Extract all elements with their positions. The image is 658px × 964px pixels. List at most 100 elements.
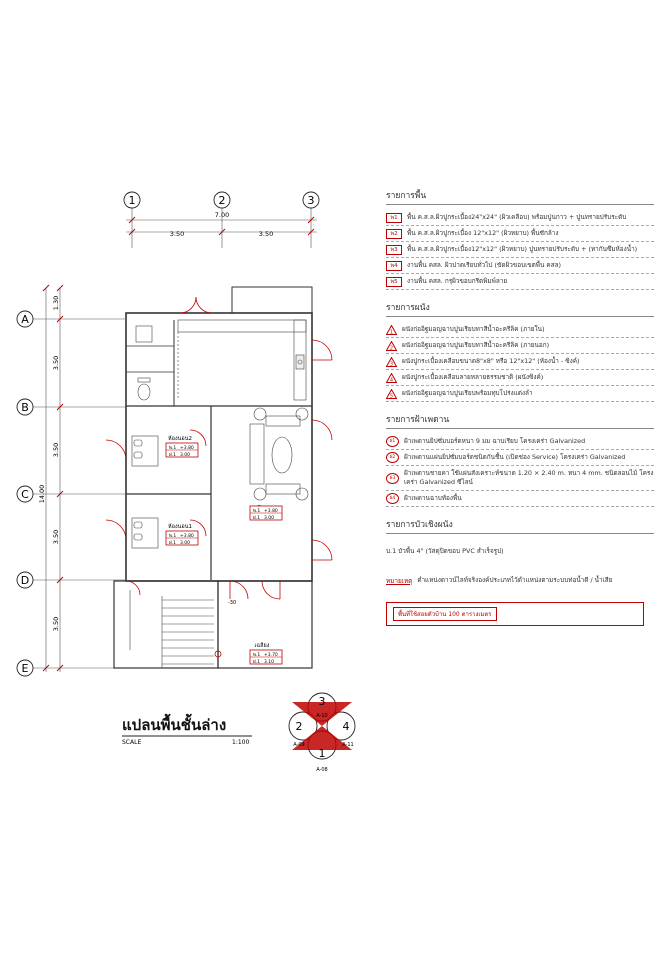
grid-label-2: 2 [219, 194, 226, 207]
grid-label-d: D [21, 574, 29, 587]
svg-text:3.10: 3.10 [264, 659, 274, 665]
svg-text:4: 4 [343, 720, 350, 733]
svg-text:ฝ.1: ฝ.1 [253, 659, 260, 665]
triangle-icon: 2 [386, 340, 397, 351]
grid-label-a: A [21, 313, 29, 326]
svg-text:1: 1 [319, 747, 326, 760]
svg-text:5: 5 [390, 393, 393, 399]
svg-text:2: 2 [296, 720, 303, 733]
grid-label-e: E [22, 662, 29, 675]
room-tag-terrace: เฉลียง พ.1 +3.70 ฝ.1 3.10 [249, 642, 283, 665]
dim-height-4: 3.50 [52, 617, 60, 631]
triangle-icon: 1 [386, 324, 397, 335]
grid-bubble-1 [123, 191, 141, 209]
dim-height-0: 1.30 [52, 296, 60, 310]
svg-text:พ.1: พ.1 [169, 445, 176, 451]
svg-text:ห้องนอน1: ห้องนอน1 [168, 523, 192, 530]
row-grid: A B C D E [16, 310, 125, 677]
living-furniture [249, 407, 309, 501]
svg-text:ห้องนอน2: ห้องนอน2 [168, 435, 192, 442]
wall-section-title: รายการผนัง [386, 300, 654, 317]
section-key: 3 A-10 2 A-09 4 A-11 1 A-08 [288, 692, 356, 773]
grid-label-3: 3 [308, 194, 315, 207]
svg-text:2: 2 [390, 345, 393, 351]
svg-text:4: 4 [390, 377, 393, 383]
svg-text:ฝ.1: ฝ.1 [169, 452, 176, 458]
room-tag-bedroom1: ห้องนอน1 พ.1 +3.80 ฝ.1 3.00 [165, 523, 199, 546]
grid-label-b: B [21, 401, 29, 414]
dim-total-height: 14.00 [38, 485, 46, 504]
triangle-icon: 4 [386, 372, 397, 383]
svg-text:+3.80: +3.80 [264, 508, 278, 514]
level-note: -30 [228, 600, 236, 606]
bedroom-furniture [131, 435, 159, 549]
plan-title: แปลนพื้นชั้นล่าง [122, 713, 226, 734]
svg-text:พ.1: พ.1 [169, 533, 176, 539]
svg-text:พ.1: พ.1 [253, 508, 260, 514]
skirting-section-title: รายการบัวเชิงผนัง [386, 517, 654, 534]
column-marker [214, 650, 222, 658]
ceiling-section-title: รายการฝ้าเพดาน [386, 412, 654, 429]
svg-text:A-10: A-10 [316, 713, 327, 719]
triangle-icon: 3 [386, 356, 397, 367]
triangle-icon: 5 [386, 388, 397, 399]
floor-section-title: รายการพื้น [386, 188, 654, 205]
building-walls [113, 286, 313, 669]
dim-width-2: 3.50 [259, 230, 273, 238]
vertical-dimensions: 14.00 1.30 3.50 3.50 3.50 3.50 [38, 284, 64, 672]
remark-label: หมายเหตุ [386, 576, 413, 585]
svg-text:3.00: 3.00 [180, 452, 190, 458]
grid-label-c: C [21, 488, 29, 501]
svg-text:+3.70: +3.70 [264, 652, 278, 658]
grid-bubble-3 [302, 191, 320, 209]
svg-text:A-09: A-09 [293, 742, 304, 748]
scale-label: SCALE [122, 739, 141, 746]
svg-text:เฉลียง: เฉลียง [255, 642, 270, 649]
stair [129, 590, 214, 668]
svg-text:A-11: A-11 [342, 742, 353, 748]
usable-area-box: พื้นที่ใช้สอยตัวบ้าน 100 ตารางเมตร [386, 602, 644, 626]
usable-area-text: พื้นที่ใช้สอยตัวบ้าน 100 ตารางเมตร [393, 607, 497, 621]
kitchen-fixtures [135, 319, 307, 401]
svg-text:ฝ.1: ฝ.1 [253, 515, 260, 521]
svg-text:+3.80: +3.80 [180, 445, 194, 451]
room-tag-hall: โถง พ.1 +3.80 ฝ.1 3.00 [249, 504, 283, 521]
grid-label-1: 1 [129, 194, 136, 207]
horizontal-dimensions: 7.00 3.50 3.50 [126, 211, 317, 238]
svg-text:1: 1 [390, 329, 393, 335]
svg-text:A-08: A-08 [316, 767, 327, 773]
dim-width-1: 3.50 [170, 230, 184, 238]
dim-total-width: 7.00 [215, 211, 229, 219]
svg-text:ฝ.1: ฝ.1 [169, 540, 176, 546]
room-tag-bedroom2: ห้องนอน2 พ.1 +3.80 ฝ.1 3.00 [165, 435, 199, 458]
remark-text: ตำแหน่งดาวน์ไลท์จริงองค์ประเภทไว้ตำแหน่ง… [417, 576, 613, 584]
scale-value: 1:100 [232, 739, 249, 746]
svg-text:+3.80: +3.80 [180, 533, 194, 539]
svg-text:3: 3 [319, 695, 326, 708]
dim-height-3: 3.50 [52, 530, 60, 544]
column-grid: 1 2 3 [123, 191, 320, 248]
grid-bubble-2 [213, 191, 231, 209]
svg-text:พ.1: พ.1 [253, 652, 260, 658]
svg-text:3: 3 [390, 361, 393, 367]
svg-text:3.00: 3.00 [264, 515, 274, 521]
dim-height-1: 3.50 [52, 356, 60, 370]
dim-height-2: 3.50 [52, 443, 60, 457]
remark-row: หมายเหตุ ตำแหน่งดาวน์ไลท์จริงองค์ประเภทไ… [386, 573, 654, 588]
